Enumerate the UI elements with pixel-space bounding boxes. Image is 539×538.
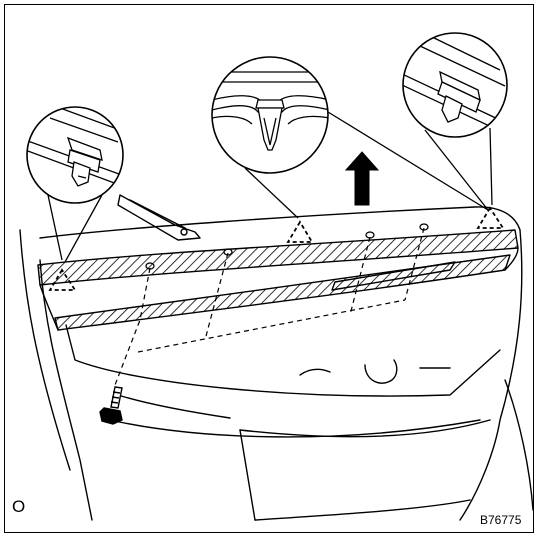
figure-code: B76775 (480, 513, 522, 527)
garnish-lower-hatch (54, 254, 511, 331)
callout-leaders (47, 111, 493, 263)
clip-detail-left (26, 106, 124, 204)
up-arrow-icon (344, 151, 380, 206)
bolt-icon (99, 386, 123, 425)
clip-detail-right (402, 32, 508, 138)
clip-marker-right (476, 206, 505, 229)
garnish-top-edge (39, 206, 521, 239)
high-mount-stop-light (331, 261, 456, 291)
clip-marker-center (286, 220, 314, 243)
clip-marker-left (48, 268, 77, 291)
bolt-holes (145, 223, 429, 270)
clip-location-markers (48, 206, 505, 291)
bolt-guide-lines (114, 227, 425, 386)
clip-detail-center (211, 56, 329, 174)
rear-wiper-arm (117, 194, 201, 241)
corner-label: O (12, 497, 26, 516)
back-door-body (19, 229, 534, 521)
